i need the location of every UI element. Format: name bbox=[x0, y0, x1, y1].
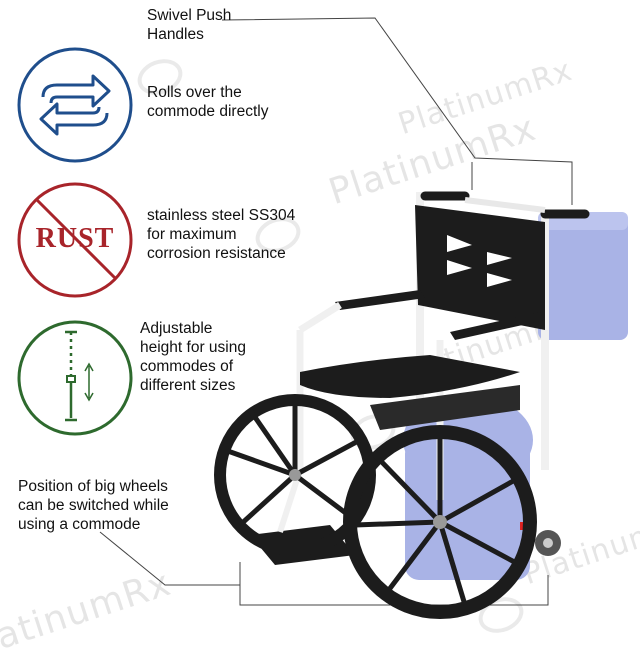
adjustable-height-icon bbox=[17, 320, 133, 436]
feature-wheels-text: Position of big wheels can be switched w… bbox=[18, 478, 169, 533]
no-rust-icon: RUST bbox=[15, 180, 135, 300]
feature-height-text: Adjustable height for using commodes of … bbox=[140, 320, 246, 394]
feature-rolls-text: Rolls over the commode directly bbox=[147, 84, 269, 120]
commode-wheelchair-illustration bbox=[214, 191, 628, 619]
swap-arrows-icon bbox=[17, 47, 133, 163]
feature-steel-text: stainless steel SS304 for maximum corros… bbox=[147, 207, 296, 262]
feature-swivel-text: Swivel Push Handles bbox=[147, 7, 232, 43]
rust-label: RUST bbox=[35, 223, 115, 254]
product-infographic: PlatinumRx PlatinumRx PlatinumRx Platinu… bbox=[0, 7, 640, 668]
